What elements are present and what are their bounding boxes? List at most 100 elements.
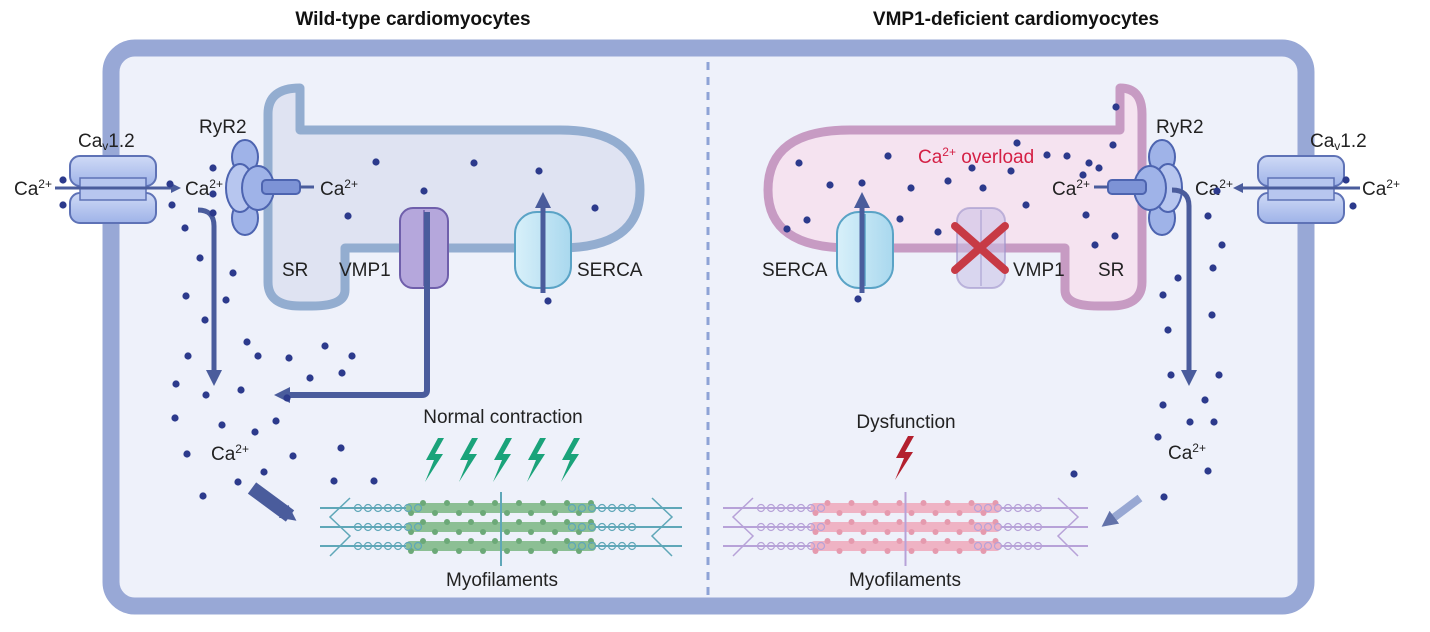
- ca-to-myofilament-arrow-left: [247, 482, 297, 522]
- calcium-ion: [1111, 232, 1119, 240]
- calcium-ion: [209, 190, 217, 198]
- ca-outside-label-right: Ca2+: [1362, 177, 1400, 200]
- calcium-ion: [251, 428, 259, 436]
- calcium-ion: [1167, 371, 1175, 379]
- vmp1-label-left: VMP1: [339, 260, 391, 281]
- calcium-ion: [1210, 418, 1218, 426]
- calcium-ion: [1082, 211, 1090, 219]
- z-disc: [731, 497, 755, 557]
- lightning-bolt-icon: [425, 438, 444, 482]
- calcium-ion: [283, 394, 291, 402]
- myofilaments-label-left: Myofilaments: [446, 570, 558, 591]
- calcium-ion: [470, 159, 478, 167]
- serca-label-left: SERCA: [577, 260, 643, 281]
- calcium-ion: [166, 180, 174, 188]
- calcium-ion: [1079, 171, 1087, 179]
- sr-label: SR: [282, 260, 308, 281]
- calcium-ion: [183, 450, 191, 458]
- ca-after-channel-label-left: Ca2+: [185, 177, 223, 200]
- calcium-ion: [229, 269, 237, 277]
- calcium-ion: [544, 297, 552, 305]
- lightning-bolt-icon: [895, 436, 914, 480]
- calcium-ion: [201, 316, 209, 324]
- z-disc: [650, 497, 674, 557]
- cav12-label-right: Cav1.2: [1310, 131, 1367, 153]
- calcium-ion: [1022, 201, 1030, 209]
- z-disc: [328, 497, 352, 557]
- lightning-bolt-icon: [527, 438, 546, 482]
- ryr2-label-right: RyR2: [1156, 117, 1204, 138]
- calcium-ion: [1164, 326, 1172, 334]
- calcium-ion: [199, 492, 207, 500]
- serca-pump-right: [836, 211, 894, 289]
- calcium-ion: [344, 212, 352, 220]
- calcium-ion: [1043, 151, 1051, 159]
- calcium-ion: [934, 228, 942, 236]
- calcium-ion: [289, 452, 297, 460]
- ryr2-label-left: RyR2: [199, 117, 247, 138]
- vmp1-label-right: VMP1: [1013, 260, 1065, 281]
- calcium-ion: [348, 352, 356, 360]
- calcium-ion: [1007, 167, 1015, 175]
- calcium-ion: [59, 176, 67, 184]
- calcium-ion: [237, 386, 245, 394]
- ca-from-ryr2-label-left: Ca2+: [320, 177, 358, 200]
- vmp1-deletion-cross: [951, 222, 1009, 274]
- ryr2-receptor-left: [225, 139, 301, 236]
- calcium-ion: [968, 164, 976, 172]
- calcium-ion: [254, 352, 262, 360]
- calcium-ion: [1204, 467, 1212, 475]
- calcium-ion: [182, 292, 190, 300]
- calcium-ion: [234, 478, 242, 486]
- calcium-ion: [884, 152, 892, 160]
- ca-outside-label-left: Ca2+: [14, 177, 52, 200]
- lightning-bolt-icon: [459, 438, 478, 482]
- calcium-ion: [272, 417, 280, 425]
- lightning-bolt-icon: [561, 438, 580, 482]
- calcium-ion: [1013, 139, 1021, 147]
- vmp1-efflux-arrow: [274, 212, 430, 403]
- calcium-ion: [1095, 164, 1103, 172]
- calcium-ion: [1109, 141, 1117, 149]
- ca-overload-label: Ca2+ overload: [918, 145, 1034, 168]
- calcium-ion: [535, 167, 543, 175]
- calcium-ion: [1085, 159, 1093, 167]
- ca-after-channel-label-right: Ca2+: [1195, 177, 1233, 200]
- ca-to-myofilament-arrow-right: [1101, 494, 1143, 527]
- calcium-ion: [168, 201, 176, 209]
- calcium-ion: [202, 391, 210, 399]
- calcium-ion: [1208, 311, 1216, 319]
- calcium-ion: [184, 352, 192, 360]
- myofilament-right: [723, 492, 1088, 566]
- serca-label-right: SERCA: [762, 260, 828, 281]
- calcium-ion: [209, 164, 217, 172]
- calcium-ion: [338, 369, 346, 377]
- calcium-ion: [896, 215, 904, 223]
- calcium-ion: [591, 204, 599, 212]
- calcium-ion: [172, 380, 180, 388]
- myofilaments-label-right: Myofilaments: [849, 570, 961, 591]
- calcium-ion: [243, 338, 251, 346]
- calcium-ion: [1209, 264, 1217, 272]
- z-disc: [1056, 497, 1080, 557]
- effect-label-right: Dysfunction: [856, 412, 955, 433]
- bolts-right: [895, 436, 914, 480]
- ryr2-receptor-right: [1107, 139, 1183, 236]
- calcium-ion: [1218, 241, 1226, 249]
- calcium-ion: [783, 225, 791, 233]
- calcium-ion: [858, 179, 866, 187]
- calcium-ion: [321, 342, 329, 350]
- calcium-ion: [1174, 274, 1182, 282]
- effect-label-left: Normal contraction: [423, 407, 582, 428]
- calcium-ion: [1213, 187, 1221, 195]
- bolts-left: [425, 438, 580, 482]
- myofilament-left: [320, 492, 682, 566]
- calcium-ion: [285, 354, 293, 362]
- calcium-ion: [1112, 103, 1120, 111]
- left-panel-title: Wild-type cardiomyocytes: [295, 9, 530, 30]
- calcium-ion: [420, 187, 428, 195]
- sr-deficient: [763, 83, 1147, 311]
- calcium-ions: [59, 103, 1357, 501]
- calcium-ion: [1159, 401, 1167, 409]
- calcium-ion: [218, 421, 226, 429]
